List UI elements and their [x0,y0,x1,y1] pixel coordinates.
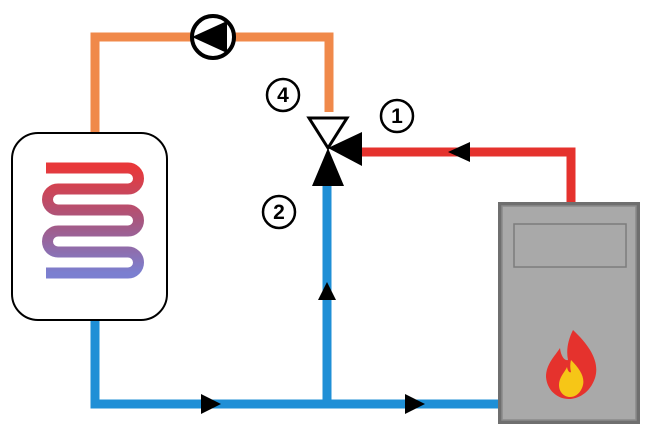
blue-pipe-bottom [90,320,498,409]
three-way-valve-icon [306,116,362,186]
boiler-icon [498,202,640,424]
svg-text:1: 1 [391,105,403,128]
svg-text:2: 2 [273,201,285,224]
red-pipe [360,147,576,204]
flow-arrow-icon [448,142,470,162]
flame-icon [546,330,597,399]
flow-arrow-icon [318,282,336,300]
boiler-display-panel [513,223,627,268]
storage-tank-icon [11,132,168,321]
port-2-label: 2 [261,194,297,230]
flow-arrow-icon [201,394,221,414]
flow-arrow-icon [405,394,425,414]
port-1-label: 1 [379,98,415,134]
svg-text:4: 4 [277,84,289,107]
pump-icon [190,14,236,60]
port-4-label: 4 [265,77,301,113]
heating-coil-icon [42,162,144,279]
